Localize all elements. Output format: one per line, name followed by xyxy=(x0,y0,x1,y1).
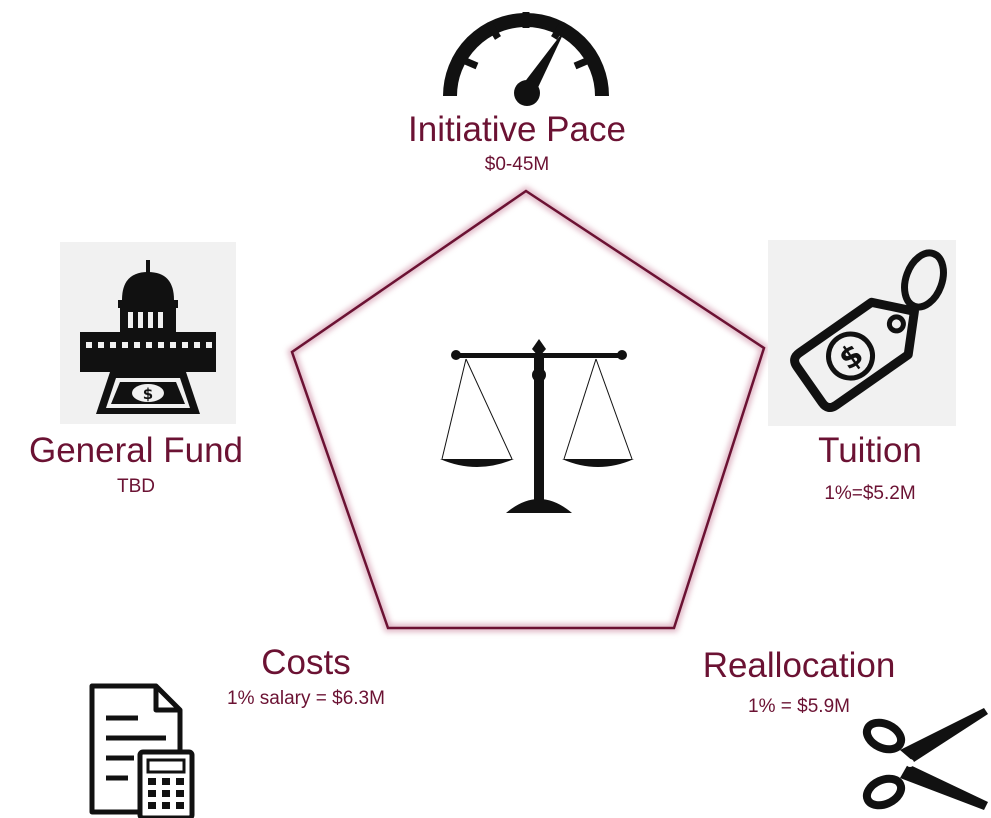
tuition-icon-box: $ xyxy=(768,240,956,426)
initiative-pace-value: $0-45M xyxy=(484,154,550,175)
general-fund-value: TBD xyxy=(117,476,155,497)
reallocation-value: 1% = $5.9M xyxy=(748,696,850,717)
general-fund-title: General Fund xyxy=(28,431,244,470)
general-fund-icon-box: $ xyxy=(60,242,236,424)
tuition-value: 1%=$5.2M xyxy=(824,483,916,504)
price-tag-dollar-icon: $ xyxy=(790,249,947,413)
costs-value: 1% salary = $6.3M xyxy=(227,688,385,709)
scissors-icon xyxy=(862,708,988,810)
document-calculator-icon xyxy=(89,683,195,818)
reallocation-title: Reallocation xyxy=(702,646,896,685)
pentagon-outline xyxy=(290,189,766,630)
initiative-pace-title: Initiative Pace xyxy=(408,110,626,149)
costs-title: Costs xyxy=(261,643,351,682)
balance-scale-icon xyxy=(440,339,634,513)
capitol-building-money-icon: $ xyxy=(80,260,216,414)
speedometer-icon xyxy=(443,12,609,106)
svg-text:$: $ xyxy=(143,385,153,403)
tuition-title: Tuition xyxy=(818,431,922,470)
